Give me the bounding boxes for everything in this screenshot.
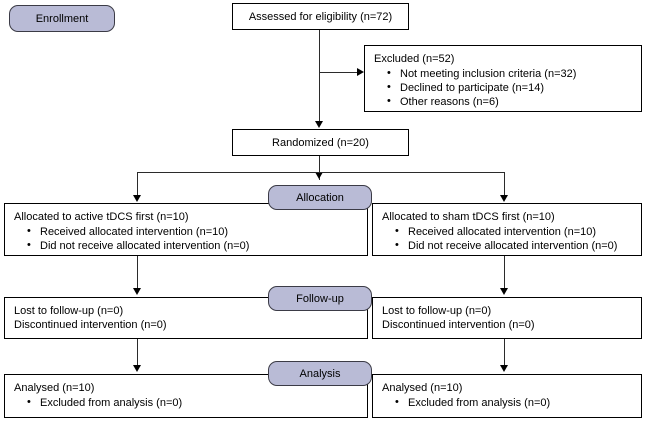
excluded-list: Not meeting inclusion criteria (n=32) De… xyxy=(374,66,633,109)
allocation-right-title: Allocated to sham tDCS first (n=10) xyxy=(382,211,555,223)
connector-alloc-right-to-followup xyxy=(504,256,505,293)
arrow-split-right xyxy=(500,195,508,202)
arrow-followup-right-to-analysis xyxy=(500,365,508,372)
list-item: Did not receive allocated intervention (… xyxy=(27,238,359,253)
arrow-to-excluded xyxy=(357,68,364,76)
stage-badge-analysis: Analysis xyxy=(268,361,372,386)
arrow-split-left xyxy=(133,195,141,202)
connector-randomized-down xyxy=(319,156,320,180)
list-item: Excluded from analysis (n=0) xyxy=(27,395,359,410)
connector-split-horizontal xyxy=(137,172,504,173)
list-item: Not meeting inclusion criteria (n=32) xyxy=(387,66,633,81)
allocation-left-title: Allocated to active tDCS first (n=10) xyxy=(14,211,189,223)
followup-right-line1: Lost to follow-up (n=0) xyxy=(382,305,492,317)
stage-badge-enrollment: Enrollment xyxy=(9,5,115,32)
allocation-left-list: Received allocated intervention (n=10) D… xyxy=(14,224,359,253)
analysis-left-title: Analysed (n=10) xyxy=(14,382,95,394)
connector-assessed-to-randomized xyxy=(319,30,320,122)
list-item: Declined to participate (n=14) xyxy=(387,80,633,95)
arrow-randomized-down xyxy=(315,172,323,179)
connector-assessed-to-excluded xyxy=(319,72,358,73)
analysis-left-list: Excluded from analysis (n=0) xyxy=(14,395,359,410)
list-item: Received allocated intervention (n=10) xyxy=(395,224,633,239)
excluded-title: Excluded (n=52) xyxy=(374,53,455,65)
followup-right-line2: Discontinued intervention (n=0) xyxy=(382,319,535,331)
arrow-assessed-to-randomized xyxy=(315,121,323,128)
connector-followup-left-to-analysis xyxy=(137,339,138,370)
box-allocation-left: Allocated to active tDCS first (n=10) Re… xyxy=(4,203,368,256)
list-item: Other reasons (n=6) xyxy=(387,94,633,109)
box-analysis-right: Analysed (n=10) Excluded from analysis (… xyxy=(372,374,642,418)
connector-alloc-left-to-followup xyxy=(137,256,138,293)
stage-badge-followup: Follow-up xyxy=(268,286,372,311)
connector-followup-right-to-analysis xyxy=(504,339,505,370)
randomized-label: Randomized (n=20) xyxy=(272,136,369,149)
arrow-alloc-right-to-followup xyxy=(500,288,508,295)
list-item: Received allocated intervention (n=10) xyxy=(27,224,359,239)
box-allocation-right: Allocated to sham tDCS first (n=10) Rece… xyxy=(372,203,642,256)
box-excluded: Excluded (n=52) Not meeting inclusion cr… xyxy=(364,45,642,112)
connector-split-left xyxy=(137,172,138,197)
stage-label-followup: Follow-up xyxy=(296,292,344,305)
list-item: Did not receive allocated intervention (… xyxy=(395,238,633,253)
arrow-followup-left-to-analysis xyxy=(133,365,141,372)
stage-label-analysis: Analysis xyxy=(299,367,341,380)
box-followup-right: Lost to follow-up (n=0) Discontinued int… xyxy=(372,297,642,339)
box-randomized: Randomized (n=20) xyxy=(232,129,409,156)
followup-left-line2: Discontinued intervention (n=0) xyxy=(14,319,167,331)
stage-badge-allocation: Allocation xyxy=(268,185,372,210)
list-item: Excluded from analysis (n=0) xyxy=(395,395,633,410)
box-assessed-for-eligibility: Assessed for eligibility (n=72) xyxy=(232,3,409,30)
assessed-label: Assessed for eligibility (n=72) xyxy=(248,10,393,23)
analysis-right-title: Analysed (n=10) xyxy=(382,382,463,394)
analysis-right-list: Excluded from analysis (n=0) xyxy=(382,395,633,410)
stage-label-enrollment: Enrollment xyxy=(35,12,89,25)
stage-label-allocation: Allocation xyxy=(296,191,344,204)
followup-left-line1: Lost to follow-up (n=0) xyxy=(14,305,124,317)
arrow-alloc-left-to-followup xyxy=(133,288,141,295)
allocation-right-list: Received allocated intervention (n=10) D… xyxy=(382,224,633,253)
connector-split-right xyxy=(504,172,505,197)
